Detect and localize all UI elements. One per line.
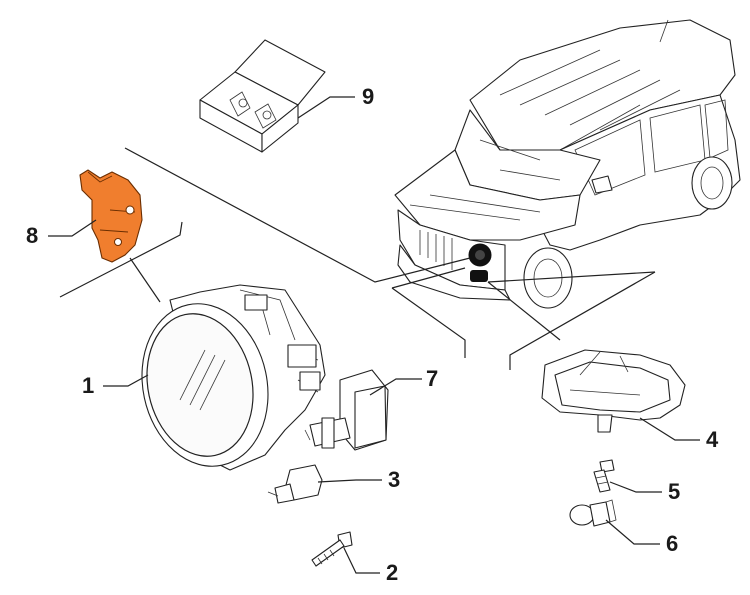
callout-label-2: 2	[386, 560, 398, 585]
callout-label-3: 3	[388, 467, 400, 492]
bracket-icon	[79, 169, 143, 263]
fog-lamp-icon	[541, 349, 686, 433]
callout-label-8: 8	[26, 223, 38, 248]
callout-label-6: 6	[666, 531, 678, 556]
callout-label-1: 1	[82, 373, 94, 398]
callout-label-7: 7	[426, 366, 438, 391]
callout-labels: 1 2 3 4 5 6 7 8 9	[26, 84, 719, 585]
leader-lines	[59, 147, 656, 370]
bulb-kit-box-icon	[199, 39, 326, 153]
callout-label-9: 9	[362, 84, 374, 109]
callout-label-4: 4	[706, 427, 719, 452]
callout-leaders	[48, 96, 700, 574]
callout-label-5: 5	[668, 479, 680, 504]
headlamp-icon	[141, 284, 326, 471]
screw-icon	[593, 459, 615, 493]
vehicle-icon	[394, 19, 741, 309]
bulb-icon	[569, 499, 617, 527]
screw-icon	[311, 531, 353, 567]
bulb-icon	[304, 369, 389, 451]
bulb-icon	[267, 464, 323, 504]
